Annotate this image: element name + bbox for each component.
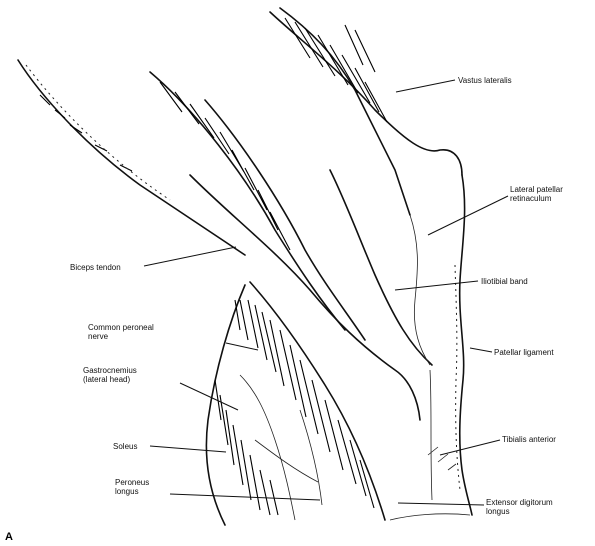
leader-lateral-patellar-retinaculum bbox=[428, 196, 508, 235]
label-vastus-lateralis: Vastus lateralis bbox=[458, 76, 512, 85]
label-gastrocnemius: Gastrocnemius(lateral head) bbox=[83, 366, 137, 384]
thigh-outer-contour bbox=[18, 60, 245, 255]
label-line: Extensor digitorum bbox=[486, 498, 553, 507]
label-line: nerve bbox=[88, 332, 109, 341]
leader-patellar-ligament bbox=[470, 348, 492, 352]
leader-biceps-tendon bbox=[144, 247, 236, 266]
label-patellar-ligament: Patellar ligament bbox=[494, 348, 554, 357]
leader-lines bbox=[144, 80, 508, 505]
leader-peroneus-longus bbox=[170, 494, 320, 500]
leader-tibialis-anterior bbox=[440, 440, 500, 455]
leader-vastus-lateralis bbox=[396, 80, 455, 92]
label-biceps-tendon: Biceps tendon bbox=[70, 263, 121, 272]
leader-iliotibial-band bbox=[395, 281, 478, 290]
label-iliotibial-band: Iliotibial band bbox=[481, 277, 528, 286]
panel-letter: A bbox=[5, 531, 13, 543]
leader-extensor-digitorum-longus bbox=[398, 503, 484, 505]
label-line: Peroneus bbox=[115, 478, 149, 487]
gastrocnemius-muscle bbox=[206, 285, 245, 525]
label-soleus: Soleus bbox=[113, 442, 137, 451]
leader-gastrocnemius bbox=[180, 383, 238, 410]
label-line: Lateral patellar bbox=[510, 185, 563, 194]
leader-soleus bbox=[150, 446, 226, 452]
vastus-lateralis-muscle bbox=[270, 12, 462, 175]
biceps-femoris-outline bbox=[150, 72, 345, 330]
label-line: (lateral head) bbox=[83, 375, 130, 384]
knee-lateral-contour bbox=[460, 175, 472, 515]
label-line: retinaculum bbox=[510, 194, 552, 203]
label-line: Common peroneal bbox=[88, 323, 154, 332]
leader-common-peroneal-nerve bbox=[226, 343, 258, 350]
label-line: longus bbox=[486, 507, 510, 516]
label-line: longus bbox=[115, 487, 139, 496]
label-line: Gastrocnemius bbox=[83, 366, 137, 375]
label-tibialis-anterior: Tibialis anterior bbox=[502, 435, 556, 444]
